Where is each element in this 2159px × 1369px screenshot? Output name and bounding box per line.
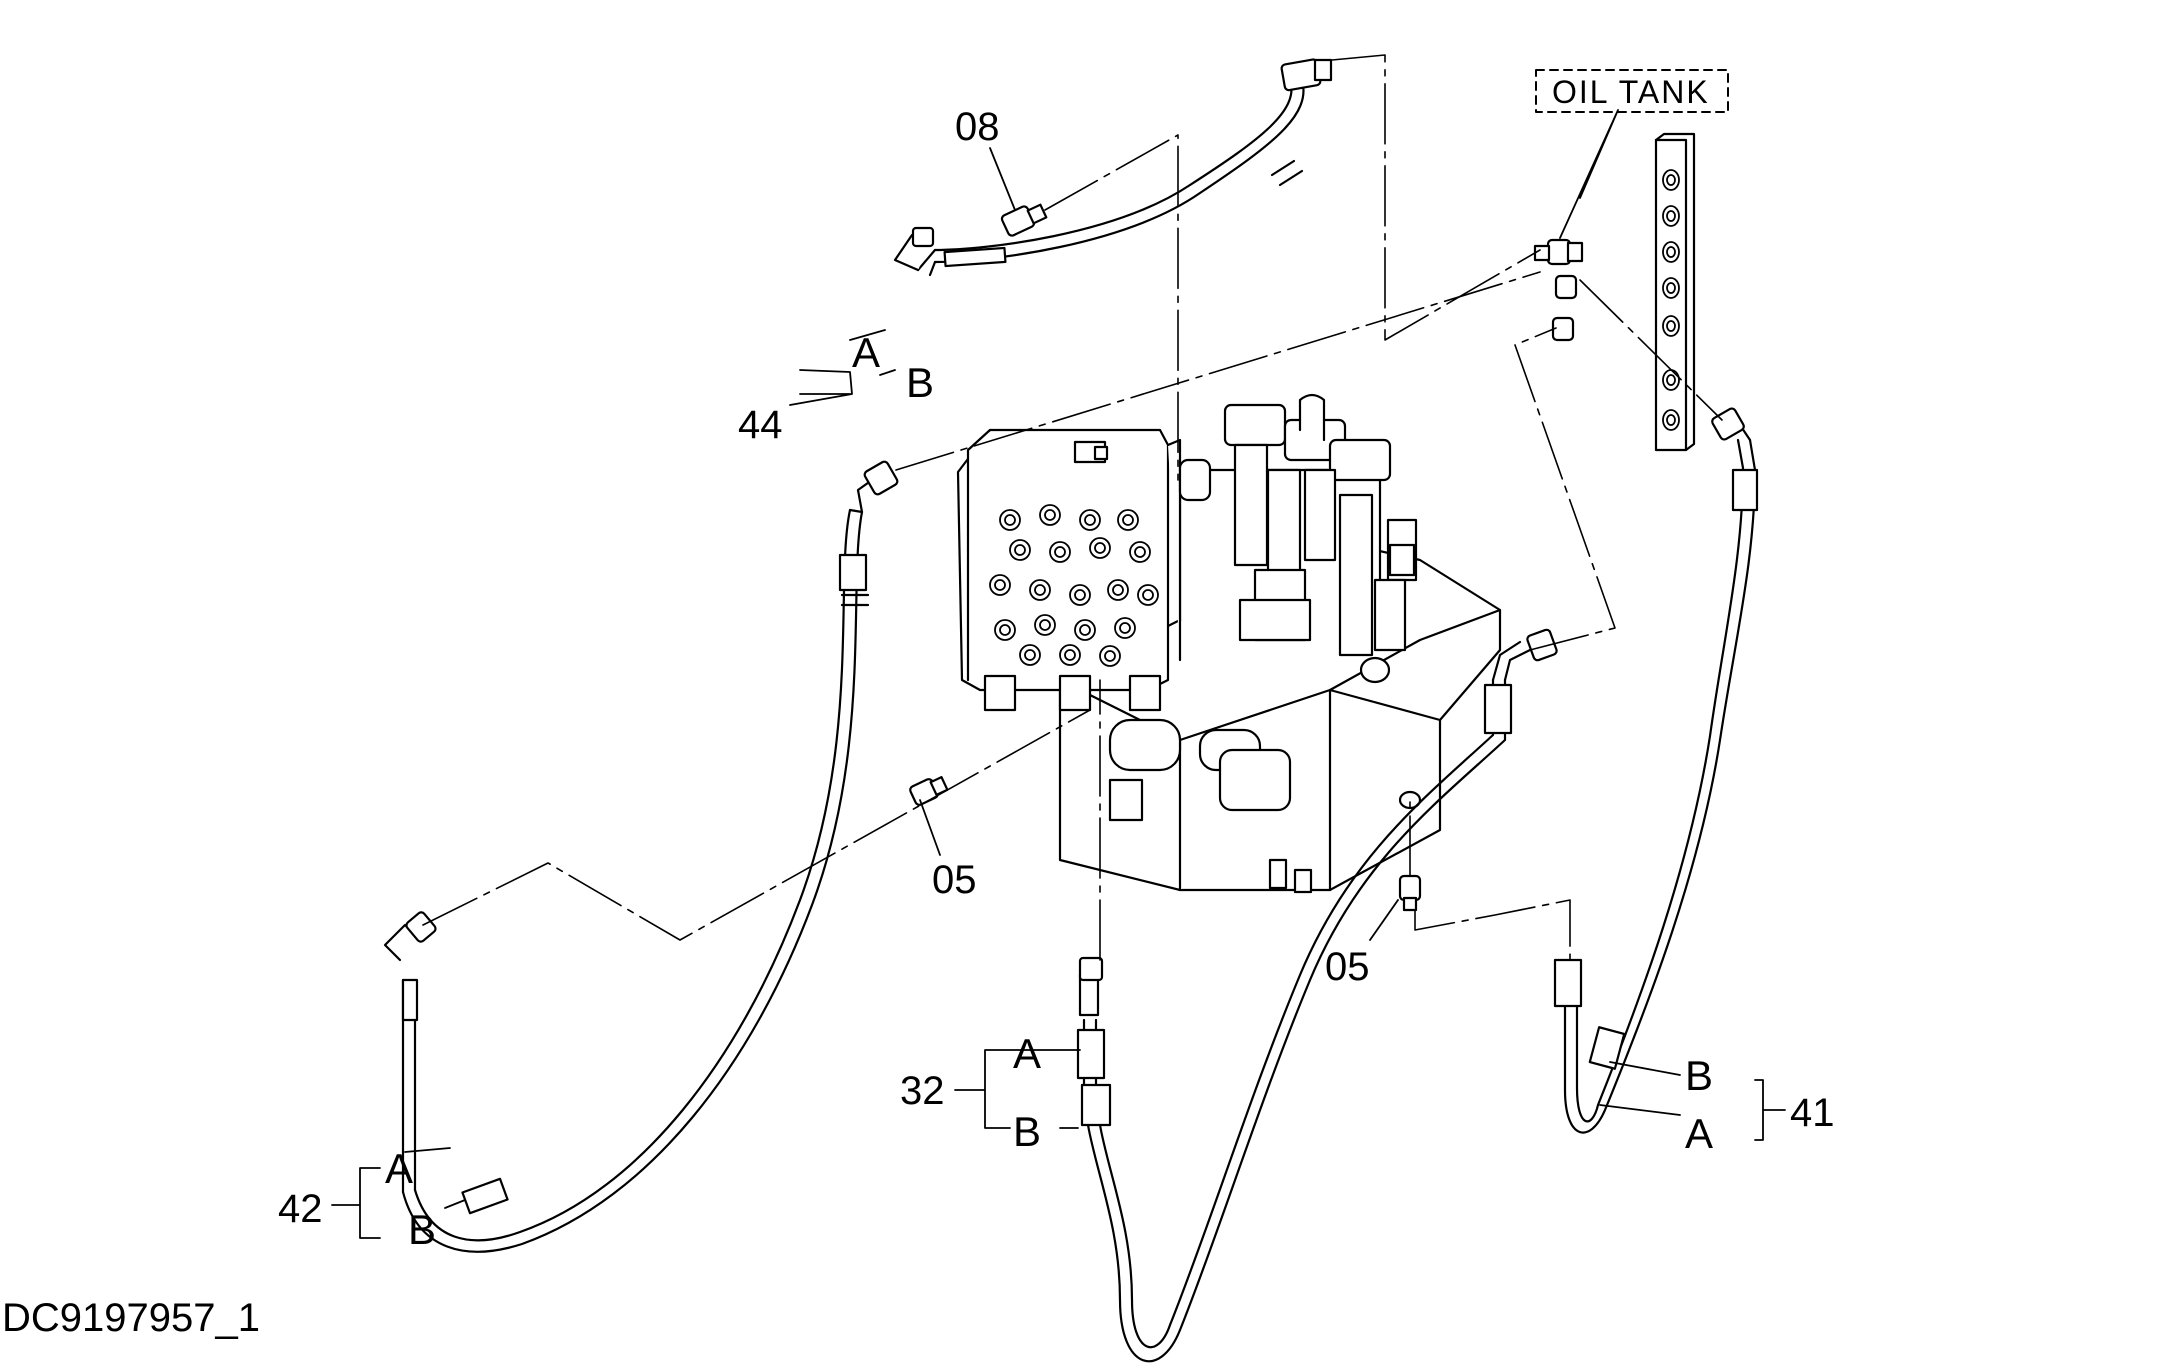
callout-44: 44 <box>738 403 783 447</box>
fitting-05-left <box>909 776 949 806</box>
document-id: DC9197957_1 <box>2 1296 260 1340</box>
callout-32: 32 <box>900 1069 945 1113</box>
hose-44-end-a: A <box>852 329 880 376</box>
hose-42-end-a: A <box>385 1145 413 1192</box>
hose-44-end-b: B <box>906 359 934 406</box>
tank-fittings <box>1533 238 1584 342</box>
hose-32 <box>1076 628 1558 1363</box>
hose-42 <box>383 460 899 1253</box>
hose-41 <box>1553 407 1759 1134</box>
fitting-05-right <box>1398 874 1422 912</box>
hose-44 <box>893 58 1333 277</box>
fitting-08 <box>1000 203 1048 237</box>
hose-41-end-b: B <box>1685 1052 1713 1099</box>
hose-42-end-b: B <box>408 1206 436 1253</box>
callout-42: 42 <box>278 1187 323 1231</box>
callout-05-right: 05 <box>1325 945 1370 989</box>
connection-lines <box>422 54 1723 961</box>
oil-tank-label: OIL TANK <box>1552 74 1710 110</box>
leader-lines <box>331 109 1786 1239</box>
callout-08: 08 <box>955 105 1000 149</box>
callout-41: 41 <box>1790 1091 1835 1135</box>
hose-32-end-b: B <box>1013 1108 1041 1155</box>
pilot-manifold <box>956 428 1212 712</box>
hose-32-end-a: A <box>1013 1030 1041 1077</box>
oil-tank-plate <box>1654 132 1696 452</box>
hose-41-end-a: A <box>1685 1110 1713 1157</box>
oil-tank-box <box>1535 69 1729 113</box>
callout-05-left: 05 <box>932 858 977 902</box>
